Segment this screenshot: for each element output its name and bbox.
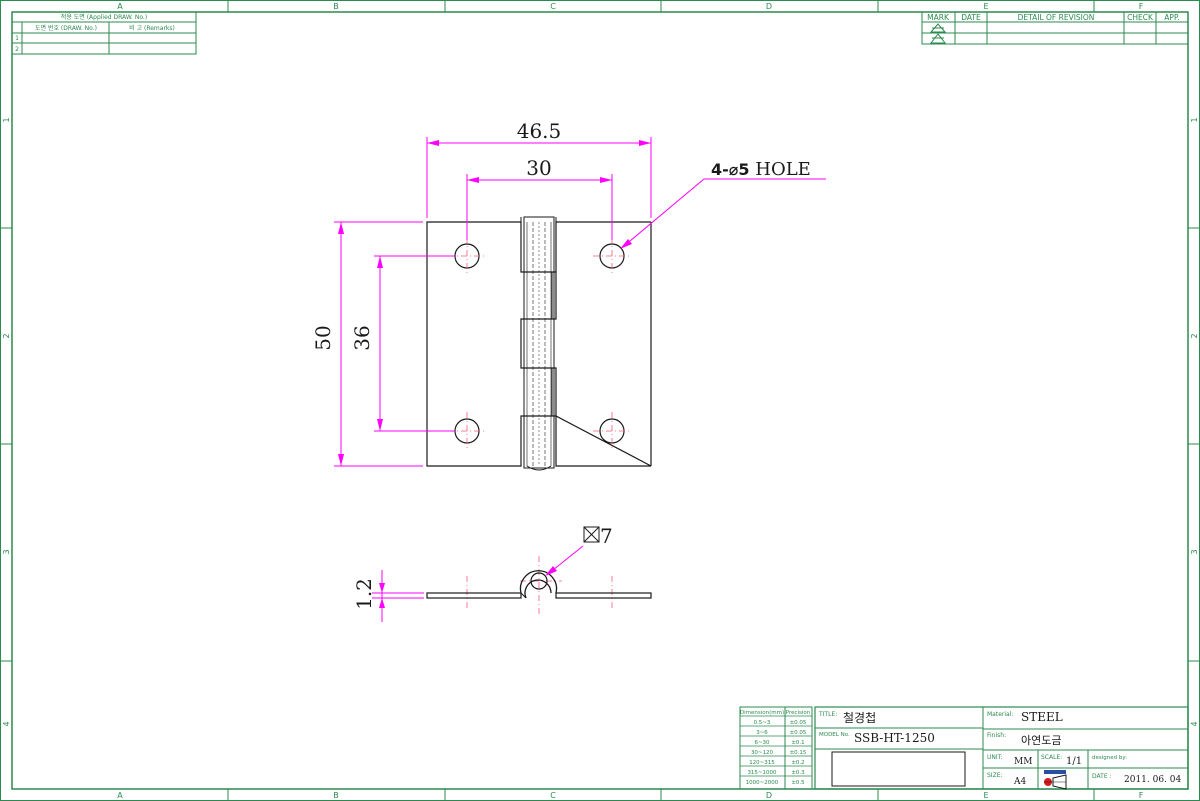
tolerance-range: 3~6 [756,730,768,736]
applied-table-col-remarks: 비 고 (Remarks) [129,24,175,32]
revision-header-mark: MARK [927,13,950,22]
col-label: A [117,791,123,800]
col-label: C [550,2,556,11]
applied-table-col-drawing: 도면 번호 (DRAW. No.) [35,24,97,32]
dimension-hole-spacing-x: 30 [466,156,613,240]
hole-callout-prefix: 4- [711,160,729,179]
tolerance-range: 0.5~3 [754,720,771,726]
scale-label: SCALE: [1041,754,1062,761]
dim-text-36: 36 [350,325,374,350]
col-label: B [333,2,339,11]
tolerance-range: 30~120 [751,750,774,756]
title-value: 철경첩 [843,711,876,725]
tolerance-value: ±0.5 [791,780,805,786]
tolerance-range: 120~315 [749,760,775,766]
tolerance-table: Dimension(mm) Precision 0.5~3 ±0.05 3~6 … [739,706,813,790]
unit-label: UNIT: [987,754,1003,761]
revision-header-app: APP. [1164,13,1179,22]
tolerance-range: 315~1000 [747,770,777,776]
dimension-hole-spacing-y: 36 [350,255,455,432]
revision-table: MARK DATE DETAIL OF REVISION CHECK APP. [921,11,1189,45]
date-value: 2011. 06. 04 [1124,775,1182,785]
dim-text-46-5: 46.5 [517,119,562,143]
applied-table-row-num: 2 [15,46,19,53]
col-label: C [550,791,556,800]
dimension-overall-width: 46.5 [426,119,652,218]
hole-callout-diameter: ⌀5 [729,160,750,179]
revision-header-check: CHECK [1127,13,1154,22]
revision-triangle-icon [929,23,947,44]
scale-value: 1/1 [1066,756,1082,767]
material-label: Material: [987,711,1013,718]
hole-callout-text: 4-⌀5 HOLE [711,159,811,180]
hole-callout-leader: 4-⌀5 HOLE [620,159,826,249]
hinge-side-view [426,556,652,614]
date-label: DATE : [1092,773,1112,780]
tolerance-range: 6~30 [754,740,770,746]
model-value: SSB-HT-1250 [854,731,935,745]
dimension-pin-size: 7 [545,524,613,576]
model-label: MODEL No. [819,732,850,738]
square-symbol-icon [583,526,600,543]
hinge-front-view [426,216,652,471]
tolerance-value: ±0.1 [791,740,804,746]
row-label: 3 [2,549,11,554]
col-label: D [766,2,772,11]
tolerance-header-prec: Precision [786,710,811,716]
unit-value: MM [1014,757,1032,767]
size-value: A4 [1013,777,1026,787]
row-label: 2 [1190,333,1199,338]
mounting-hole [593,237,631,275]
title-block: TITLE: 철경첩 MODEL No. SSB-HT-1250 Materia… [814,706,1189,790]
finish-value: 아연도금 [1021,734,1061,747]
row-label: 2 [2,333,11,338]
row-label: 4 [1190,721,1199,726]
tolerance-value: ±0.05 [790,720,807,726]
col-label: E [983,2,988,11]
dim-text-7: 7 [600,524,613,548]
col-label: D [766,791,772,800]
dim-text-30: 30 [526,156,551,180]
applied-drawing-table: 적용 도면 (Applied DRAW. No.) 도면 번호 (DRAW. N… [11,11,197,55]
mounting-hole [593,412,631,450]
tolerance-value: ±0.05 [790,730,807,736]
hole-callout-suffix: HOLE [750,159,811,180]
row-label: 1 [2,117,11,122]
revision-header-detail: DETAIL OF REVISION [1018,13,1095,22]
col-label: E [983,791,988,800]
material-value: STEEL [1021,710,1063,724]
revision-header-date: DATE [961,13,981,22]
col-label: F [1139,791,1144,800]
applied-table-row-num: 1 [15,35,19,42]
tolerance-range: 1000~2000 [746,780,779,786]
title-label: TITLE: [818,711,837,718]
size-label: SIZE: [987,772,1003,779]
col-label: F [1139,2,1144,11]
finish-label: Finish: [987,732,1006,739]
tolerance-header-dim: Dimension(mm) [740,710,784,716]
row-label: 4 [2,721,11,726]
dim-text-50: 50 [311,325,335,350]
dimension-thickness: 1.2 [352,570,424,622]
projection-symbol-icon [1044,770,1067,790]
tolerance-value: ±0.15 [790,750,807,756]
row-label: 3 [1190,549,1199,554]
row-label: 1 [1190,117,1199,122]
col-label: B [333,791,339,800]
tolerance-value: ±0.3 [791,770,805,776]
designed-by-label: designed by: [1092,755,1127,761]
applied-table-header: 적용 도면 (Applied DRAW. No.) [61,13,147,21]
dim-text-1-2: 1.2 [352,578,376,610]
tolerance-value: ±0.2 [791,760,804,766]
col-label: A [117,2,123,11]
dimension-overall-height: 50 [311,221,423,467]
